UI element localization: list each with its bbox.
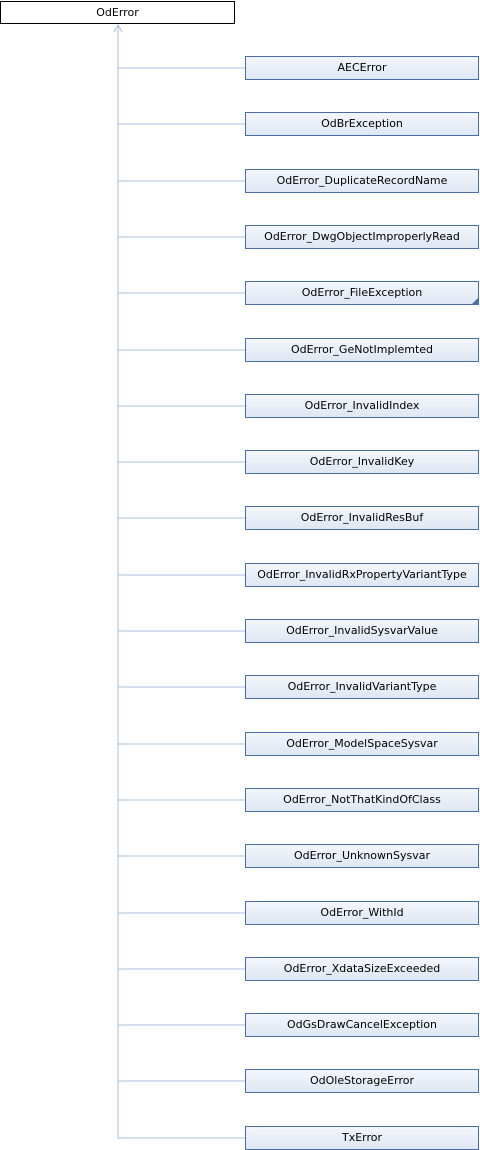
derived-class-node[interactable]: OdGsDrawCancelException <box>245 1013 479 1037</box>
derived-class-node[interactable]: OdError_FileException <box>245 281 479 305</box>
derived-class-label: OdError_DwgObjectImproperlyRead <box>264 230 460 243</box>
inheritance-arrow-icon <box>113 23 123 33</box>
derived-class-label: OdError_InvalidResBuf <box>300 511 424 524</box>
collapsed-subtree-icon <box>472 298 478 304</box>
base-class-node[interactable]: OdError <box>0 1 235 24</box>
derived-class-node[interactable]: OdError_InvalidVariantType <box>245 675 479 699</box>
derived-class-node[interactable]: OdOleStorageError <box>245 1069 479 1093</box>
derived-class-node[interactable]: OdError_InvalidRxPropertyVariantType <box>245 563 479 587</box>
derived-class-label: OdError_DuplicateRecordName <box>276 174 448 187</box>
derived-class-label: OdBrException <box>321 117 403 130</box>
derived-class-label: OdGsDrawCancelException <box>286 1018 438 1031</box>
derived-class-node[interactable]: OdError_NotThatKindOfClass <box>245 788 479 812</box>
derived-class-node[interactable]: AECError <box>245 56 479 80</box>
derived-class-node[interactable]: TxError <box>245 1126 479 1150</box>
derived-class-label: OdError_WithId <box>320 906 404 919</box>
derived-class-label: OdError_InvalidVariantType <box>287 680 437 693</box>
derived-class-label: OdOleStorageError <box>310 1074 414 1087</box>
derived-class-node[interactable]: OdError_XdataSizeExceeded <box>245 957 479 981</box>
derived-class-label: OdError_XdataSizeExceeded <box>283 962 441 975</box>
derived-class-label: OdError_InvalidIndex <box>304 399 420 412</box>
derived-class-label: AECError <box>337 61 387 74</box>
derived-class-label: OdError_FileException <box>301 286 423 299</box>
derived-class-node[interactable]: OdError_DuplicateRecordName <box>245 169 479 193</box>
derived-class-node[interactable]: OdError_WithId <box>245 901 479 925</box>
derived-class-node[interactable]: OdError_UnknownSysvar <box>245 844 479 868</box>
derived-class-label: OdError_InvalidKey <box>309 455 415 468</box>
derived-class-node[interactable]: OdError_InvalidKey <box>245 450 479 474</box>
derived-class-label: OdError_UnknownSysvar <box>293 849 430 862</box>
derived-class-label: OdError_GeNotImplemted <box>290 343 434 356</box>
derived-class-label: OdError_NotThatKindOfClass <box>283 793 441 806</box>
derived-class-node[interactable]: OdError_InvalidResBuf <box>245 506 479 530</box>
derived-class-node[interactable]: OdError_DwgObjectImproperlyRead <box>245 225 479 249</box>
derived-class-node[interactable]: OdError_GeNotImplemted <box>245 338 479 362</box>
derived-class-node[interactable]: OdError_InvalidSysvarValue <box>245 619 479 643</box>
derived-class-label: OdError_InvalidRxPropertyVariantType <box>257 568 467 581</box>
derived-class-label: OdError_ModelSpaceSysvar <box>286 737 438 750</box>
derived-class-node[interactable]: OdError_InvalidIndex <box>245 394 479 418</box>
derived-class-node[interactable]: OdBrException <box>245 112 479 136</box>
derived-class-label: OdError_InvalidSysvarValue <box>286 624 438 637</box>
derived-class-label: TxError <box>341 1131 383 1144</box>
derived-class-node[interactable]: OdError_ModelSpaceSysvar <box>245 732 479 756</box>
